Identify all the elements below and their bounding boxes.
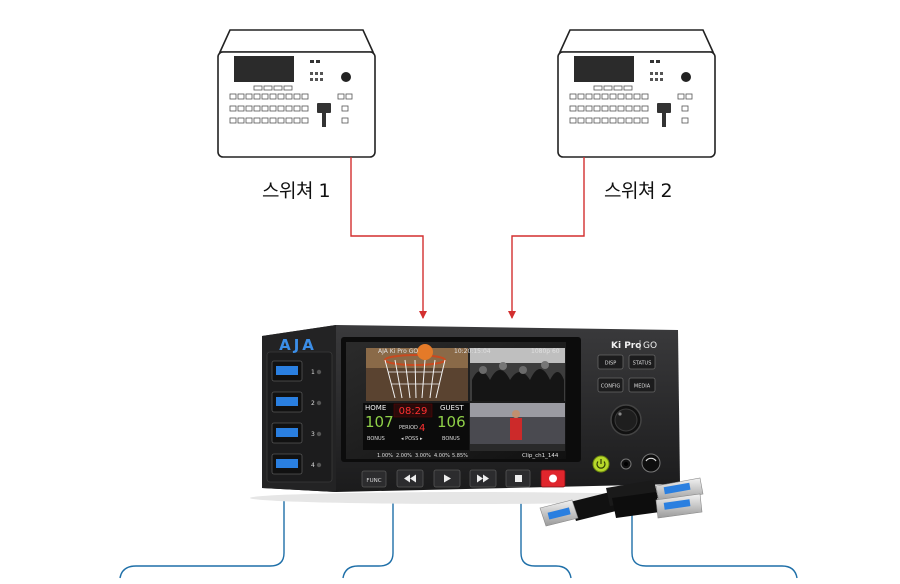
stop-button[interactable] — [505, 469, 531, 488]
scoreboard: HOME 107 08:29 GUEST 106 PERIOD 4 BONUS … — [363, 403, 469, 450]
switcher-1 — [217, 29, 376, 158]
output-lines — [119, 495, 798, 579]
ki-pro-go-device: AJA 1 2 3 4 — [250, 325, 690, 504]
svg-text:MEDIA: MEDIA — [634, 384, 651, 390]
usb-port-label: 2 — [311, 400, 315, 407]
guest-label: GUEST — [440, 404, 464, 412]
svg-text:DISP: DISP — [605, 361, 617, 367]
model-ki-pro: Ki Pro — [611, 341, 641, 351]
home-label: HOME — [365, 404, 386, 412]
model-go: GO — [643, 341, 657, 351]
transport-controls: FUNC — [361, 469, 566, 488]
device-screen: HOME 107 08:29 GUEST 106 PERIOD 4 BONUS … — [346, 342, 566, 459]
power-button[interactable] — [592, 455, 610, 473]
usb-port-2: 2 — [271, 391, 322, 413]
home-score: 107 — [365, 413, 394, 431]
video-tile-crowd — [470, 348, 565, 401]
usb-drives — [539, 477, 704, 527]
video-tile-player — [470, 403, 565, 451]
storage-levels: 1.00% 2.00% 3.00% 4.00% 5.85% — [377, 453, 468, 459]
jog-knob[interactable] — [610, 404, 642, 436]
svg-text:CONFIG: CONFIG — [601, 384, 621, 390]
usb-drive-3 — [612, 492, 703, 519]
signal-line-2 — [508, 157, 585, 319]
disp-button[interactable]: DISP — [597, 354, 624, 370]
output-line-4 — [631, 500, 798, 579]
fast-forward-button[interactable] — [469, 469, 497, 488]
screen-timecode: 10:20:15:04 — [454, 348, 491, 355]
volume-knob[interactable] — [641, 453, 661, 473]
output-line-1 — [119, 500, 285, 579]
guest-score: 106 — [437, 413, 466, 431]
video-tile-net — [366, 344, 468, 401]
usb-port-label: 1 — [311, 369, 315, 376]
period-label: PERIOD — [399, 425, 418, 431]
storage-level: 5.85% — [452, 453, 468, 459]
storage-level: 1.00% — [377, 453, 393, 459]
possession: ◂ POSS ▸ — [401, 436, 423, 442]
signal-line-1 — [350, 157, 427, 319]
svg-text:FUNC: FUNC — [366, 478, 381, 484]
bonus-right: BONUS — [442, 436, 460, 442]
period-value: 4 — [419, 423, 425, 434]
rewind-button[interactable] — [396, 469, 424, 488]
screen-device-name: AJA Ki Pro GO — [378, 348, 418, 355]
usb-port-4: 4 — [271, 453, 322, 475]
switcher-1-label: 스위쳐 1 — [262, 180, 331, 202]
headphone-jack[interactable] — [620, 458, 632, 470]
output-line-2 — [342, 495, 394, 579]
storage-level: 3.00% — [415, 453, 431, 459]
game-clock: 08:29 — [399, 406, 428, 417]
usb-port-label: 3 — [311, 431, 315, 438]
storage-level: 4.00% — [434, 453, 450, 459]
bonus-left: BONUS — [367, 436, 385, 442]
output-line-3 — [520, 495, 572, 579]
config-button[interactable]: CONFIG — [597, 377, 624, 393]
record-button[interactable] — [540, 469, 566, 488]
switcher-2-label: 스위쳐 2 — [604, 180, 673, 202]
func-button[interactable]: FUNC — [361, 470, 387, 488]
screen-format: 1080p 60 — [531, 348, 560, 355]
storage-level: 2.00% — [396, 453, 412, 459]
usb-port-label: 4 — [311, 462, 315, 469]
usb-port-1: 1 — [271, 360, 322, 382]
switcher-2 — [557, 29, 716, 158]
aja-logo: AJA — [279, 336, 317, 354]
screen-clip-name: Clip_ch1_144 — [522, 453, 559, 459]
status-button[interactable]: STATUS — [628, 354, 656, 370]
media-button[interactable]: MEDIA — [628, 377, 656, 393]
play-button[interactable] — [433, 469, 461, 488]
svg-text:STATUS: STATUS — [633, 361, 652, 367]
usb-port-3: 3 — [271, 422, 322, 444]
model-badge: Ki Pro GO — [611, 340, 657, 351]
